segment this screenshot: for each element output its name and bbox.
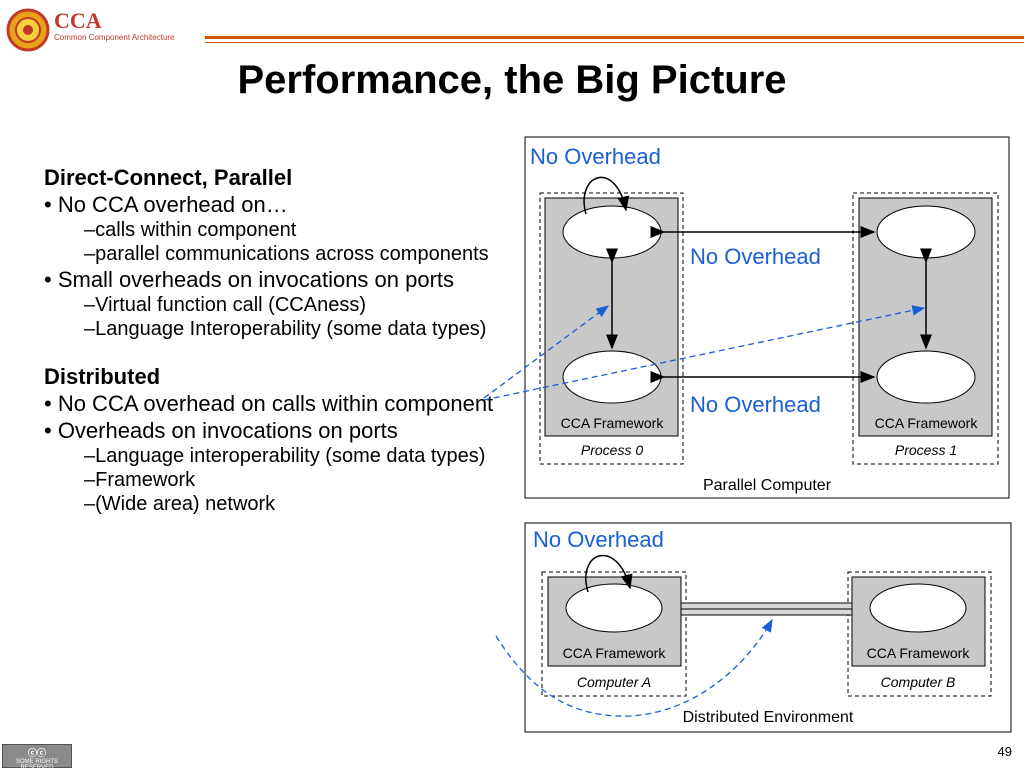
bullet-item: • No CCA overhead on… [44,192,288,217]
header-rule [205,36,1024,39]
cc-icon: ⓒⓒ [27,748,46,758]
sub-bullet-item: –Virtual function call (CCAness) [84,294,366,316]
framework-label: CCA Framework [875,415,979,431]
process-label: Process 0 [581,442,643,458]
parallel-computer-caption: Parallel Computer [703,477,832,494]
slide-title: Performance, the Big Picture [237,58,787,102]
overhead-pointer-arrow [495,618,773,717]
no-overhead-label: No Overhead [533,527,664,552]
license-text: SOME RIGHTS RESERVED [15,759,58,771]
no-overhead-label: No Overhead [690,244,821,269]
computer-label: Computer B [881,674,956,690]
component-ellipse [562,205,662,259]
self-call-arrow [585,554,633,593]
computerA-boundary [541,571,687,697]
logo-subtitle: Common Component Architecture [54,33,175,42]
distributed-heading: Distributed [44,364,161,389]
computerB-boundary [847,571,992,697]
bullet-item: • Overheads on invocations on ports [44,418,398,443]
logo-text: CCA [54,8,102,33]
no-overhead-label: No Overhead [690,392,821,417]
sub-bullet-item: –calls within component [84,219,297,241]
process-label: Process 1 [895,442,957,458]
overhead-pointer-arrow [483,305,926,401]
sub-bullet-item: –Language Interoperability (some data ty… [84,318,487,340]
component-ellipse [869,583,967,633]
header-rule-thin [205,42,1024,43]
sub-bullet-item: –Language interoperability (some data ty… [84,445,486,467]
sub-bullet-item: –Framework [84,469,196,491]
distributed-caption: Distributed Environment [683,709,854,726]
bullet-list: Direct-Connect, Parallel • No CCA overhe… [44,164,524,516]
creative-commons-badge[interactable]: ⓒⓒ SOME RIGHTS RESERVED [2,744,72,771]
component-ellipse [565,583,663,633]
sub-bullet-item: –(Wide area) network [84,493,276,515]
cca-logo-icon [6,8,50,52]
bullet-item: • No CCA overhead on calls within compon… [44,391,494,416]
computer-label: Computer A [577,674,651,690]
framework-label: CCA Framework [561,415,665,431]
process1-boundary [852,192,999,465]
component-ellipse [876,350,976,404]
framework-label: CCA Framework [563,645,667,661]
no-overhead-label: No Overhead [530,144,661,169]
page-number: 49 [997,744,1012,759]
bullet-item: • Small overheads on invocations on port… [44,267,455,292]
component-ellipse [562,350,662,404]
framework-label: CCA Framework [867,645,971,661]
component-ellipse [876,205,976,259]
parallel-heading: Direct-Connect, Parallel [44,165,293,190]
overhead-pointer-arrow [483,305,610,399]
self-call-arrow [583,176,630,215]
sub-bullet-item: –parallel communications across componen… [84,243,489,265]
process0-boundary [539,192,684,465]
